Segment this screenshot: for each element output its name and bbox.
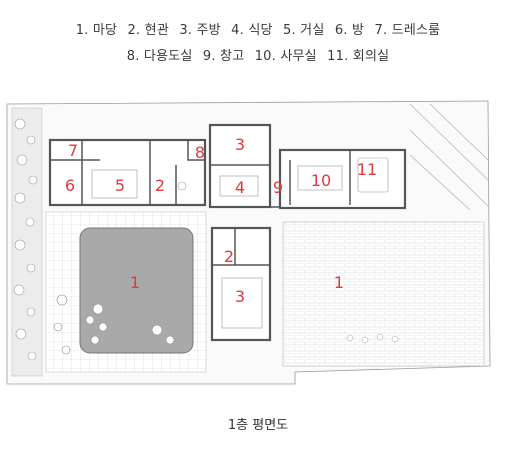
room-number-3-kitchen: 3 bbox=[235, 135, 245, 154]
room-number-6: 6 bbox=[65, 176, 75, 195]
legend-item: 11. 회의실 bbox=[327, 49, 390, 64]
legend-item: 1. 마당 bbox=[75, 23, 118, 38]
room-number-3-lower: 3 bbox=[235, 287, 245, 306]
room-number-8: 8 bbox=[195, 143, 205, 162]
room-number-4: 4 bbox=[235, 178, 245, 197]
courtyard-shrubs bbox=[53, 294, 175, 355]
furniture bbox=[91, 157, 389, 329]
yard-planting bbox=[346, 333, 399, 344]
room-number-9: 9 bbox=[273, 178, 283, 197]
room-number-5: 5 bbox=[115, 176, 125, 195]
legend-item: 4. 식당 bbox=[231, 23, 273, 38]
room-number-2-lower: 2 bbox=[224, 247, 234, 266]
legend-item: 8. 다용도실 bbox=[126, 49, 193, 64]
room-number-10: 10 bbox=[311, 171, 331, 190]
right-yard-paving bbox=[282, 221, 485, 367]
interior-walls bbox=[50, 140, 351, 266]
legend-item: 7. 드레스룸 bbox=[374, 23, 441, 38]
room-number-1-courtyard: 1 bbox=[130, 273, 140, 292]
legend-item: 2. 현관 bbox=[127, 23, 169, 38]
legend-item: 6. 방 bbox=[334, 23, 365, 38]
legend-line-1: 1. 마당 2. 현관 3. 주방 4. 식당 5. 거실 6. 방 7. 드레… bbox=[0, 19, 516, 38]
legend-item: 3. 주방 bbox=[179, 23, 221, 38]
room-numbers: 7 8 3 6 5 2 4 9 10 11 2 3 1 1 bbox=[65, 135, 377, 306]
plan-caption: 1층 평면도 bbox=[227, 418, 289, 433]
courtyard-lawn bbox=[79, 227, 194, 354]
room-number-2-entry: 2 bbox=[155, 176, 165, 195]
legend-item: 9. 창고 bbox=[202, 49, 245, 64]
room-number-7: 7 bbox=[68, 141, 78, 160]
parking-hatch bbox=[409, 103, 489, 211]
room-number-11: 11 bbox=[357, 160, 377, 179]
legend-item: 5. 거실 bbox=[283, 23, 325, 38]
building-walls bbox=[48, 123, 407, 342]
room-number-1-yard: 1 bbox=[334, 273, 344, 292]
legend-item: 10. 사무실 bbox=[254, 49, 317, 64]
planting-strip bbox=[11, 107, 43, 377]
legend-line-2: 8. 다용도실 9. 창고 10. 사무실 11. 회의실 bbox=[0, 45, 516, 64]
